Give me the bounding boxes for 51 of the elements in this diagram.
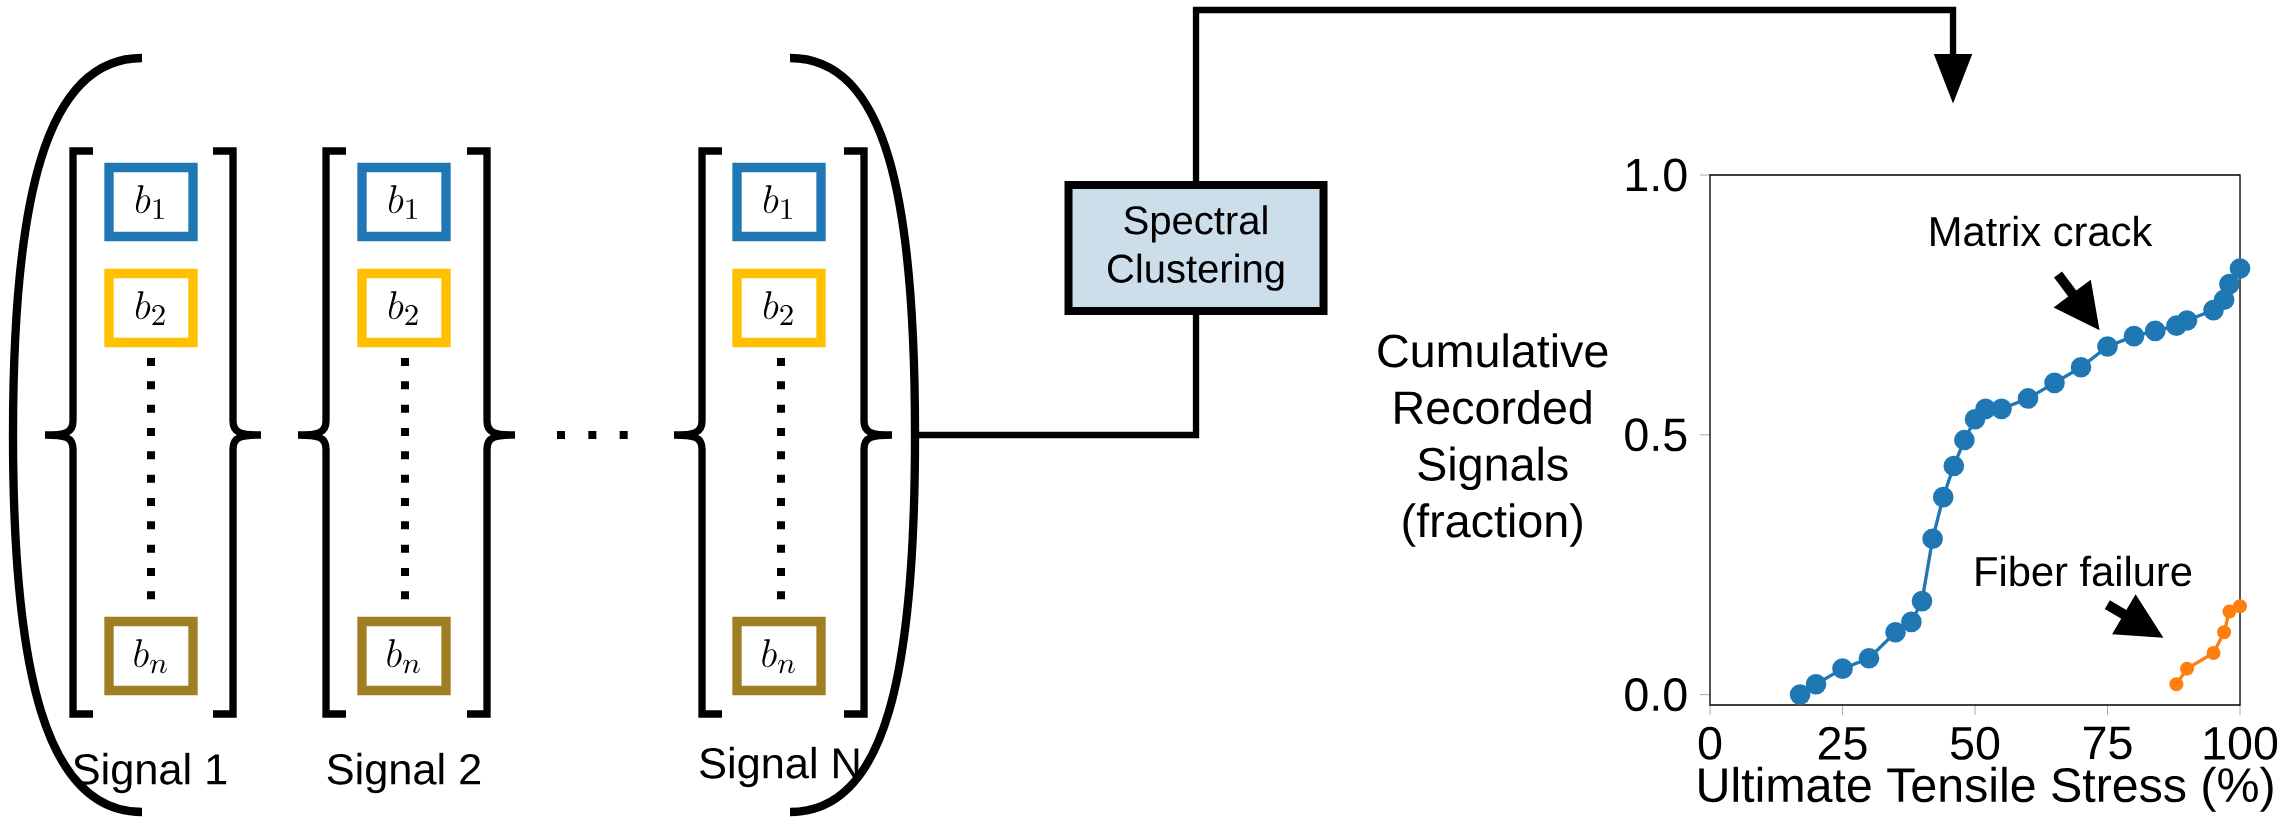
element-box: $b_2$ — [104, 268, 198, 348]
point — [1922, 528, 1943, 550]
point — [1954, 429, 1975, 451]
element-box: $b_n$ — [357, 616, 451, 696]
element-box: $b_1$ — [104, 162, 198, 242]
point — [1858, 647, 1880, 669]
y-tick-label: 0.5 — [1625, 418, 1687, 452]
point — [1805, 673, 1827, 695]
point — [2169, 677, 2184, 692]
point — [2206, 646, 2221, 661]
point — [2217, 625, 2232, 640]
point — [2213, 289, 2235, 311]
process-box: Spectral Clustering — [1064, 181, 1328, 315]
point — [2176, 310, 2198, 331]
element-box: $b_2$ — [732, 268, 826, 348]
element-box: $b_n$ — [104, 616, 198, 696]
x-tick-label: 25 — [1818, 726, 1867, 760]
signal-label: Signal 2 — [327, 752, 481, 794]
point — [1789, 684, 1811, 705]
point — [1932, 486, 1954, 508]
connector-arrow — [1192, 6, 1973, 181]
point — [2044, 372, 2065, 394]
point — [2070, 356, 2092, 378]
point — [2222, 604, 2237, 619]
point — [1832, 658, 1853, 679]
annotation-label: Matrix crack — [1931, 215, 2153, 247]
point — [2123, 325, 2145, 347]
point — [2180, 661, 2195, 676]
annotation-label: Fiber failure — [1976, 555, 2192, 587]
y-axis-title: Cumulative Recorded Signals (fraction) — [1378, 333, 1608, 547]
x-tick-label: 75 — [2083, 726, 2132, 760]
point — [1901, 611, 1922, 633]
point — [2144, 320, 2166, 342]
parenthesis-drawing — [8, 53, 920, 817]
element-box: $b_1$ — [732, 162, 826, 242]
x-tick-label: 50 — [1950, 726, 2000, 760]
point — [1885, 621, 1906, 643]
x-tick-label: 0 — [1698, 726, 1722, 760]
point — [2097, 336, 2118, 357]
x-axis-title: Ultimate Tensile Stress (%) — [1699, 766, 2273, 812]
y-tick-label: 0.0 — [1625, 678, 1687, 712]
y-tick-label: 1.0 — [1626, 158, 1687, 192]
point — [1911, 590, 1933, 612]
signal-label: Signal 1 — [73, 752, 227, 794]
element-box: $b_2$ — [357, 268, 451, 348]
x-tick-label: 100 — [2204, 726, 2278, 760]
element-box: $b_1$ — [357, 162, 451, 242]
point — [1943, 455, 1965, 477]
point — [1991, 398, 2012, 420]
point — [2017, 388, 2039, 409]
element-box: $b_n$ — [732, 616, 826, 696]
